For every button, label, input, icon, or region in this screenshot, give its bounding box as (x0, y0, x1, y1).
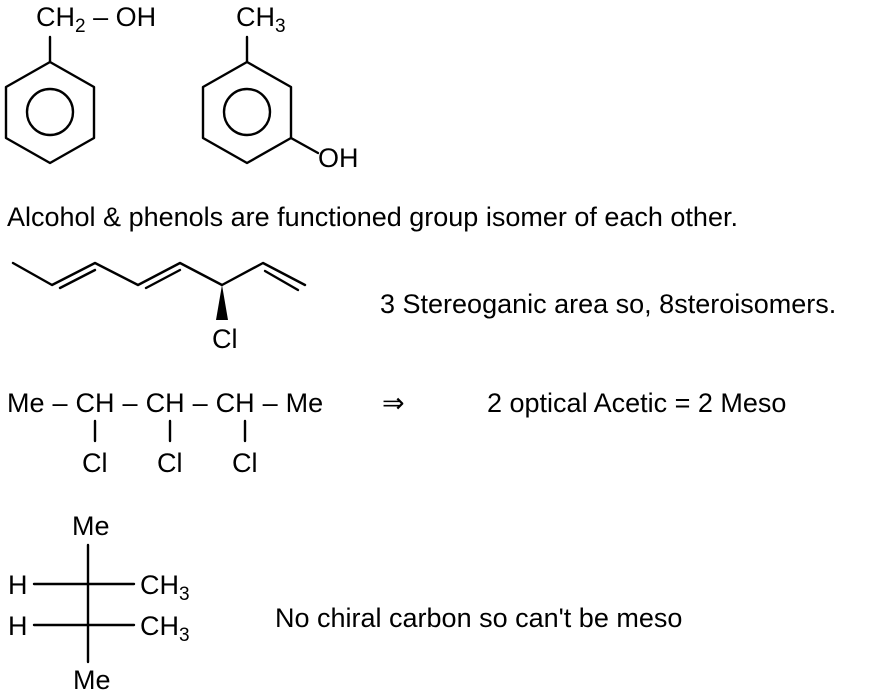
fischer-h1: H (8, 570, 28, 600)
fischer-ch3-1: CH3 (140, 570, 190, 605)
fischer-top-me: Me (72, 511, 110, 541)
chloro-triene-structure: Cl 3 Stereoganic area so, 8steroisomers. (11, 261, 836, 354)
benzene-ring-1 (4, 60, 96, 165)
fischer-projection: Me H H CH3 CH3 Me No chiral carbon so ca… (8, 511, 682, 695)
chain-formula: Me–CH–CH–CH–Me (7, 388, 323, 418)
triene-backbone (11, 261, 307, 287)
ch2-label: CH2 – OH (36, 2, 156, 37)
chain-cl-1: Cl (82, 448, 108, 478)
aromatic-circle-2 (222, 87, 272, 137)
chain-cl-2: Cl (157, 448, 183, 478)
fischer-bottom-me: Me (73, 665, 111, 695)
no-chiral-caption: No chiral carbon so can't be meso (275, 603, 682, 633)
triene-cl-label: Cl (212, 324, 238, 354)
trichloro-chain-structure: Me–CH–CH–CH–Me Cl Cl Cl ⇒ 2 optical Acet… (7, 388, 786, 478)
stereoisomer-caption: 3 Stereoganic area so, 8steroisomers. (380, 289, 836, 319)
ch3-label: CH3 (236, 2, 286, 37)
wedge-bond (216, 285, 228, 320)
fischer-ch3-2: CH3 (140, 611, 190, 646)
oh-label: OH (318, 143, 359, 173)
benzene-ring-2 (201, 60, 293, 165)
meso-caption: 2 optical Acetic = 2 Meso (487, 388, 786, 418)
isomer-statement: Alcohol & phenols are functioned group i… (7, 202, 738, 232)
fischer-h2: H (8, 611, 28, 641)
double-bond-2 (144, 268, 182, 290)
double-bond-1 (58, 268, 97, 290)
chain-cl-3: Cl (232, 448, 258, 478)
oh-bond (289, 136, 320, 155)
m-cresol-structure: CH3 OH (201, 2, 359, 173)
benzyl-alcohol-structure: CH2 – OH (4, 2, 156, 165)
implies-arrow: ⇒ (382, 388, 405, 418)
double-bond-3 (263, 269, 300, 292)
aromatic-circle-1 (25, 87, 75, 137)
